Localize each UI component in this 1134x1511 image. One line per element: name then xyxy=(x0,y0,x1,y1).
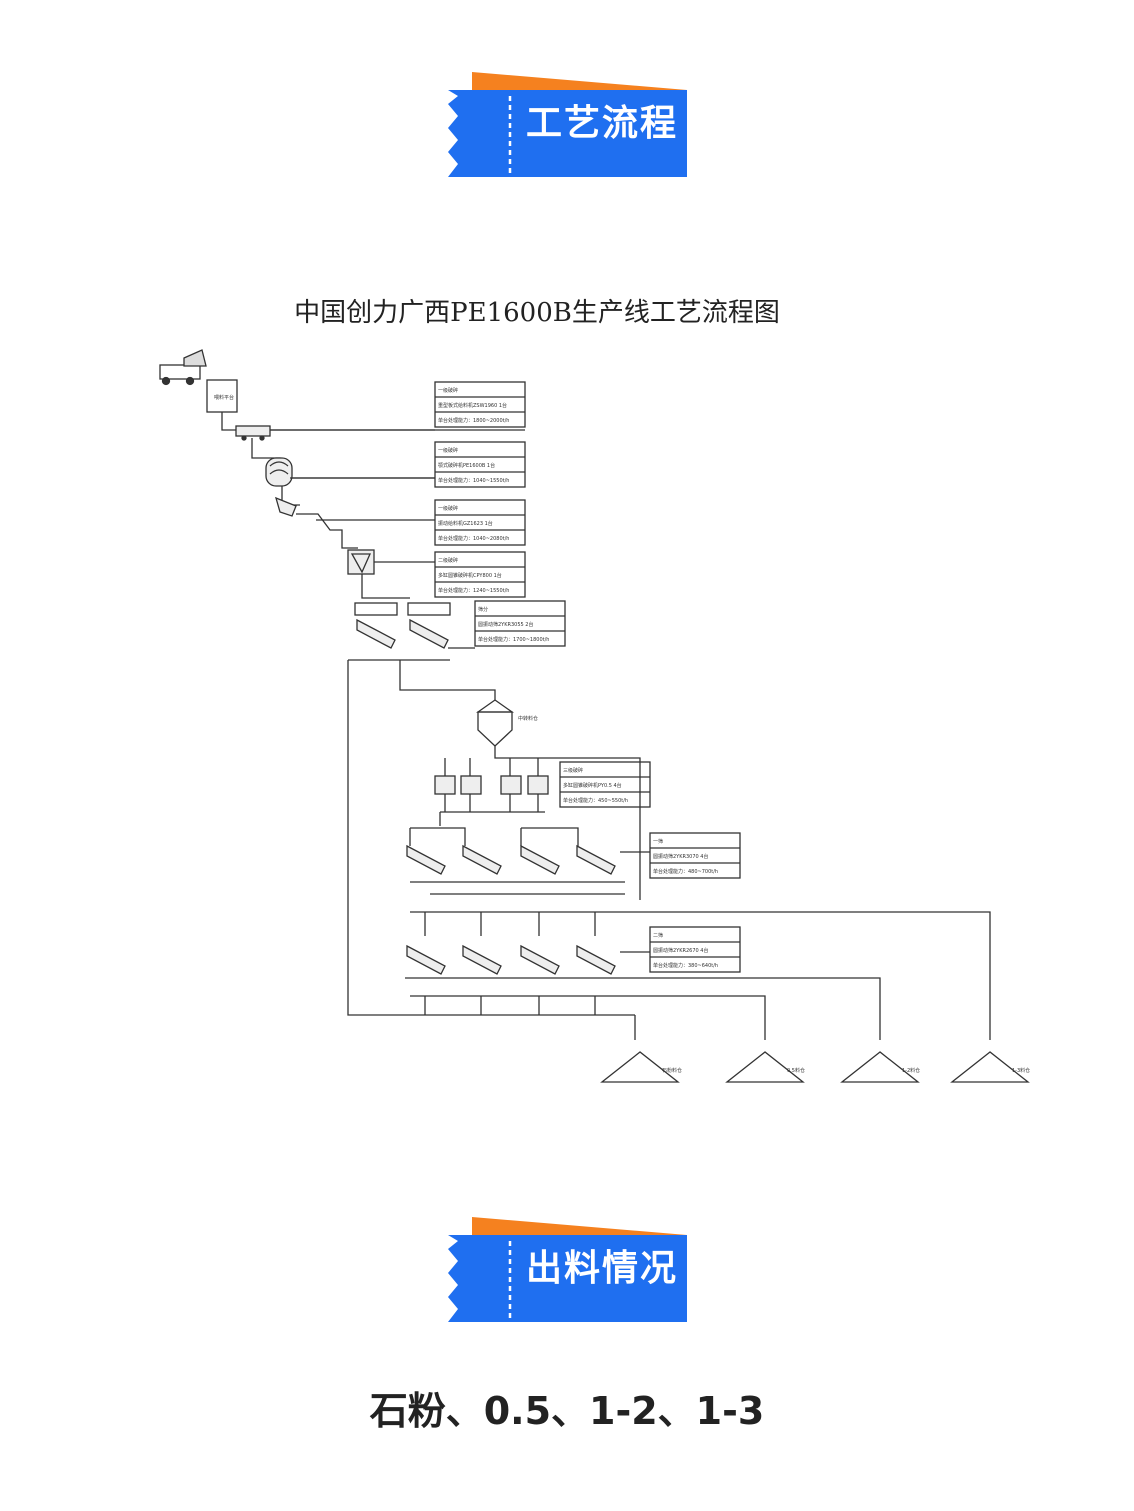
output-products: 石粉、0.5、1-2、1-3 xyxy=(369,1389,765,1433)
section-banner-output: 出料情况 xyxy=(442,1215,692,1325)
section-banner-process: 工艺流程 xyxy=(442,70,692,180)
stage-name: 二筛 xyxy=(653,932,663,939)
stage-capacity: 单台处理能力：480~700t/h xyxy=(653,868,718,875)
stage-model: 多缸圆锥破碎机CPY800 1台 xyxy=(438,572,502,579)
stage-capacity: 单台处理能力：1240~1550t/h xyxy=(438,587,509,594)
tertiary-crushers xyxy=(434,775,549,795)
stage-name: 三级破碎 xyxy=(563,767,583,774)
screen-row-2 xyxy=(406,912,616,975)
stage-model: 振动给料机GZ1623 1台 xyxy=(438,520,493,527)
vibrating-feeder-icon xyxy=(275,496,297,517)
stage-model: 重型板式给料机ZSW1960 1台 xyxy=(438,402,507,409)
stage-capacity: 单台处理能力：450~550t/h xyxy=(563,797,628,804)
stage-capacity: 单台处理能力：1800~2000t/h xyxy=(438,417,509,424)
stage-name: 一筛 xyxy=(653,838,663,845)
stockpile-label: 石粉料仓 xyxy=(662,1067,682,1074)
diagram-title: 中国创力广西PE1600B生产线工艺流程图 xyxy=(294,298,780,328)
stockpile-icon: 0.5料仓 xyxy=(725,1051,805,1083)
stockpile-label: 1-2料仓 xyxy=(902,1067,920,1074)
stage-name: 二级破碎 xyxy=(438,557,458,564)
section-title: 工艺流程 xyxy=(526,103,679,144)
stockpile-icon: 1-2料仓 xyxy=(840,1051,920,1083)
screen-row-1 xyxy=(406,827,616,875)
stockpile-icon: 石粉料仓 xyxy=(600,1051,682,1083)
screen-group-1 xyxy=(354,602,451,649)
jaw-crusher-icon xyxy=(265,457,293,487)
stage-model: 圆振动筛2YKR3055 2台 xyxy=(478,621,533,628)
stage-model: 圆振动筛2YKR2670 4台 xyxy=(653,947,708,954)
stage-model: 圆振动筛2YKR3070 4台 xyxy=(653,853,708,860)
banner-ribbon-icon xyxy=(448,72,687,177)
stage-name: 筛分 xyxy=(478,606,488,613)
stockpile-icon: 1-3料仓 xyxy=(950,1051,1030,1083)
stage-name: 一级破碎 xyxy=(438,387,458,394)
dump-truck-icon xyxy=(159,349,207,386)
stage-capacity: 单台处理能力：1040~2080t/h xyxy=(438,535,509,542)
stage-model: 多缸圆锥破碎机PY0.5 4台 xyxy=(563,782,622,789)
stockpile-label: 1-3料仓 xyxy=(1012,1067,1030,1074)
feed-platform-label: 喂料平台 xyxy=(214,394,234,401)
stockpile-label: 0.5料仓 xyxy=(787,1067,805,1074)
stage-capacity: 单台处理能力：380~640t/h xyxy=(653,962,718,969)
stage-model: 颚式破碎机PE1600B 1台 xyxy=(438,462,495,469)
feeder-icon xyxy=(235,425,271,441)
section-title: 出料情况 xyxy=(526,1248,679,1289)
silo-label: 中转料仓 xyxy=(518,715,538,722)
stage-name: 一级破碎 xyxy=(438,447,458,454)
stage-capacity: 单台处理能力：1700~1800t/h xyxy=(478,636,549,643)
cone-crusher-icon xyxy=(347,549,375,575)
intermediate-silo-icon xyxy=(475,699,515,747)
banner-ribbon-icon xyxy=(448,1217,687,1322)
stage-name: 一级破碎 xyxy=(438,505,458,512)
stage-capacity: 单台处理能力：1040~1550t/h xyxy=(438,477,509,484)
